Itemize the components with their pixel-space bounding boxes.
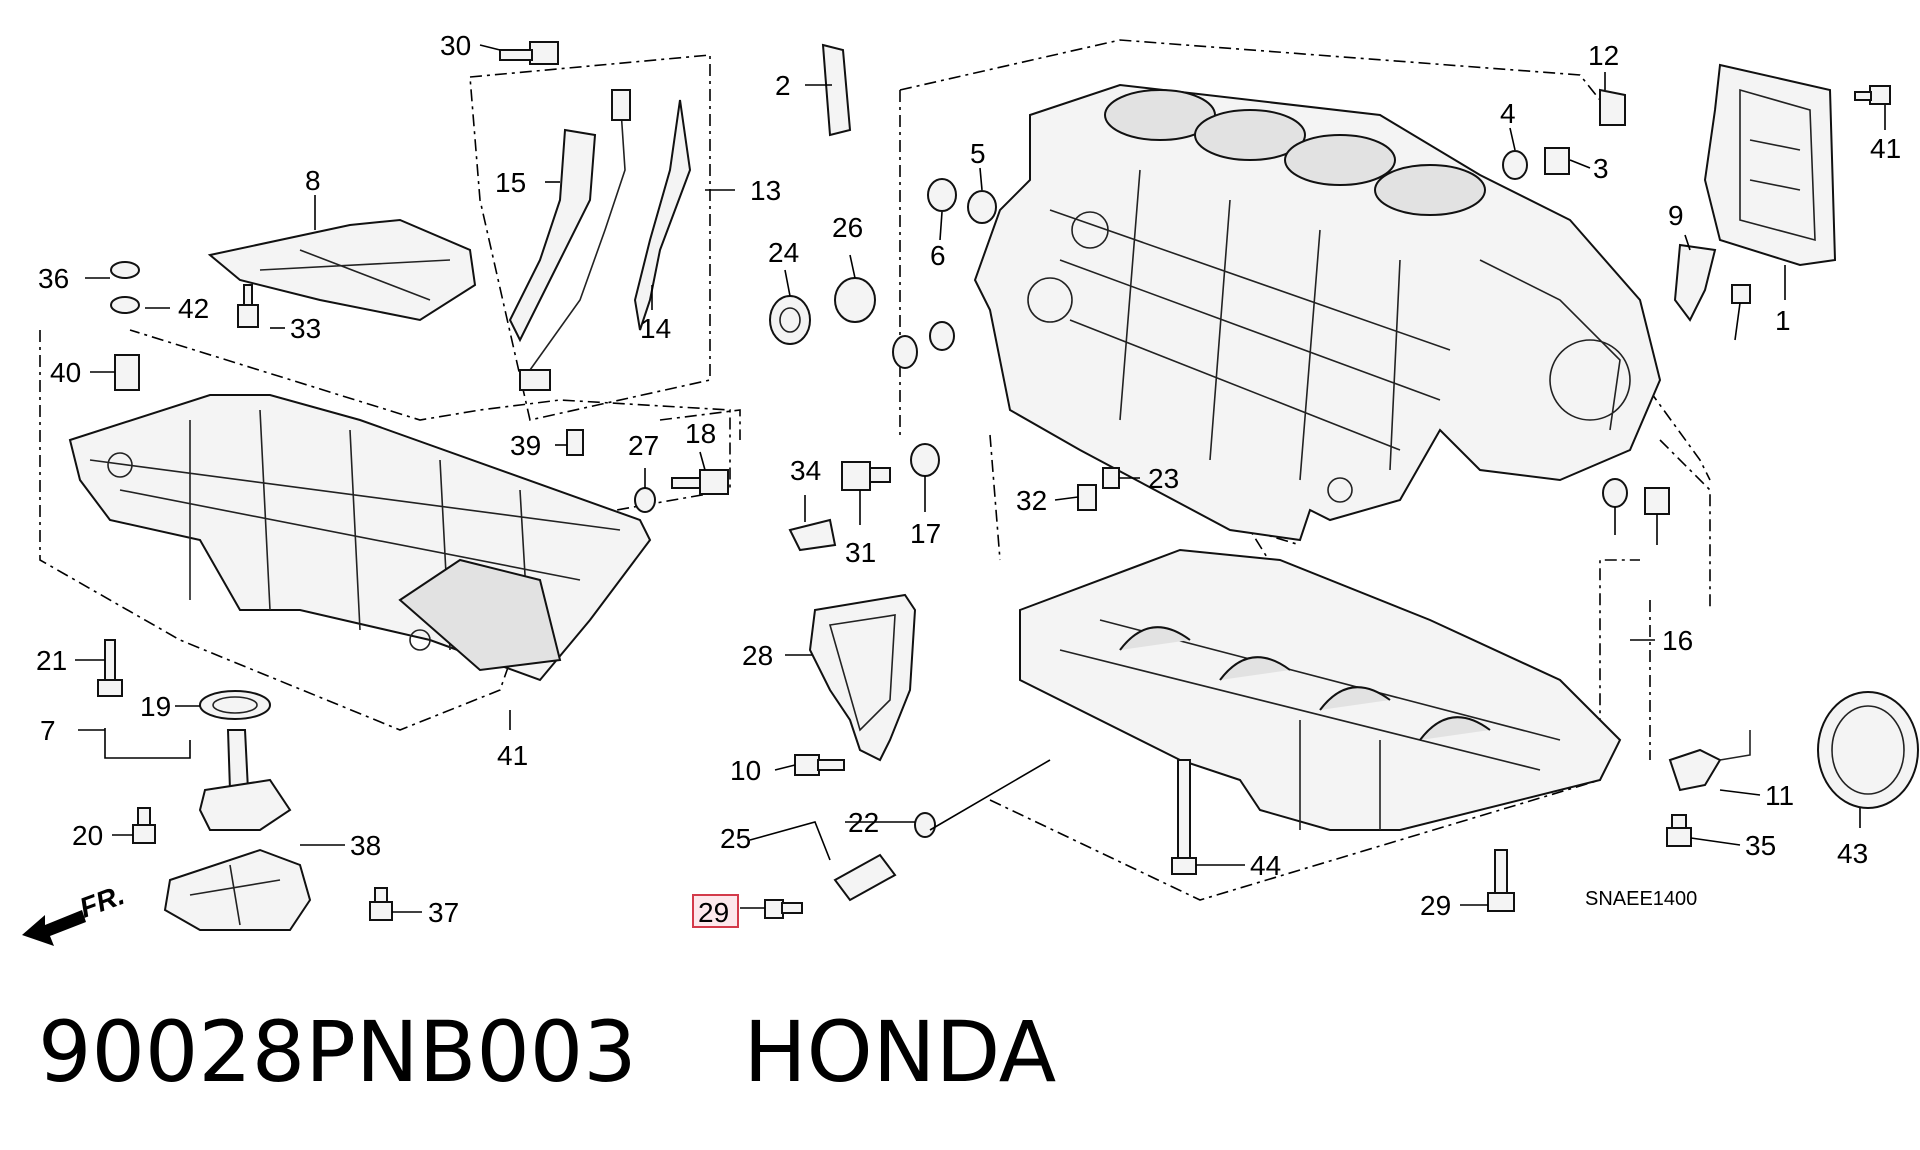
callout-label: 25 [720, 823, 751, 854]
lower-crankcase [1019, 548, 1622, 831]
callout-label: 31 [845, 537, 876, 568]
callout-label: 41 [1870, 133, 1901, 164]
callout-label: 30 [440, 30, 471, 61]
front-label: FR. [75, 879, 128, 924]
knock-sensor-cover [808, 593, 917, 762]
callout-label: 16 [1662, 625, 1693, 656]
separator-plate [1703, 63, 1837, 267]
fasteners [97, 41, 1891, 921]
callout-label: 4 [1500, 98, 1516, 129]
callout-label: 2 [775, 70, 791, 101]
callout-label: 43 [1837, 838, 1868, 869]
leader-lines [75, 44, 1886, 913]
callout-label: 44 [1250, 850, 1281, 881]
part-number-caption: 90028PNB003 HONDA [38, 1003, 1057, 1101]
highlighted-callout-box [692, 894, 739, 928]
callout-label: 19 [140, 691, 171, 722]
lower-left-components [163, 690, 312, 931]
callout-label: 24 [768, 237, 799, 268]
callout-label: 15 [495, 167, 526, 198]
callout-labels: 30 2 12 4 3 41 5 6 26 24 8 15 13 14 36 4… [36, 30, 1901, 928]
callout-label: 29 [1420, 890, 1451, 921]
callout-label: 13 [750, 175, 781, 206]
cylinder-block [973, 83, 1662, 542]
callout-label: 8 [305, 165, 321, 196]
callout-label: 17 [910, 518, 941, 549]
callout-label: 26 [832, 212, 863, 243]
callout-label: 7 [40, 715, 56, 746]
callout-label-highlighted[interactable]: 29 [698, 897, 729, 928]
oil-pan [68, 394, 652, 682]
callout-label: 23 [1148, 463, 1179, 494]
callout-label: 18 [685, 418, 716, 449]
callout-label: 32 [1016, 485, 1047, 516]
callout-label: 1 [1775, 305, 1791, 336]
crankshaft-seal [1817, 691, 1919, 809]
callout-label: 35 [1745, 830, 1776, 861]
callout-label: 37 [428, 897, 459, 928]
callout-label: 42 [178, 293, 209, 324]
callout-label: 28 [742, 640, 773, 671]
callout-label: 38 [350, 830, 381, 861]
callout-label: 14 [640, 313, 671, 344]
callout-label: 20 [72, 820, 103, 851]
callout-label: 22 [848, 807, 879, 838]
callout-label: 33 [290, 313, 321, 344]
callout-label: 21 [36, 645, 67, 676]
callout-label: 9 [1668, 200, 1684, 231]
callout-label: 27 [628, 430, 659, 461]
callout-label: 40 [50, 357, 81, 388]
callout-label: 3 [1593, 153, 1609, 184]
callout-label: 41 [497, 740, 528, 771]
callout-label: 5 [970, 138, 986, 169]
callout-label: 39 [510, 430, 541, 461]
callout-label: 34 [790, 455, 821, 486]
harness-brackets [508, 89, 692, 391]
diagram-reference-code: SNAEE1400 [1585, 888, 1697, 910]
callout-label: 12 [1588, 40, 1619, 71]
baffle-plate [207, 218, 477, 322]
callout-label: 10 [730, 755, 761, 786]
front-arrow: FR. [22, 879, 128, 946]
callout-label: 6 [930, 240, 946, 271]
callout-label: 36 [38, 263, 69, 294]
callout-label: 11 [1765, 780, 1794, 811]
